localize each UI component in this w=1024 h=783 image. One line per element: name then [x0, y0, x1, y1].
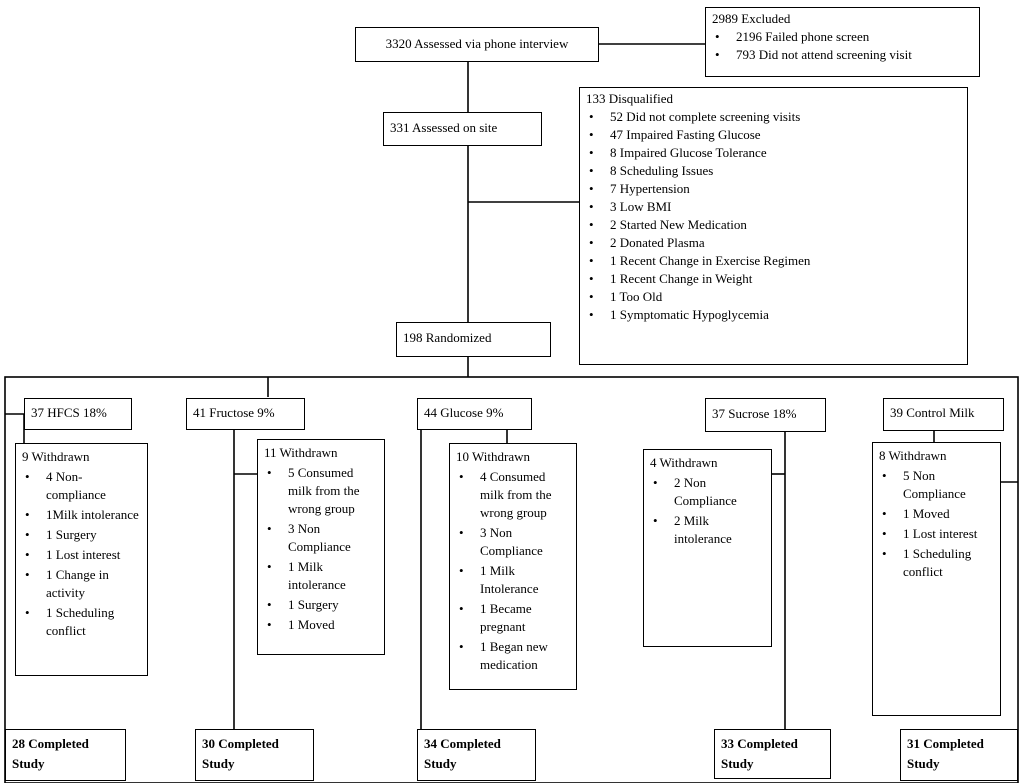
group-box-glucose: 44 Glucose 9% — [417, 398, 532, 430]
list-item: 5 Non Compliance — [879, 467, 994, 503]
disqualified-box: 133 Disqualified 52 Did not complete scr… — [579, 87, 968, 365]
list-item: 1 Moved — [879, 505, 994, 523]
assessed-phone-box: 3320 Assessed via phone interview — [355, 27, 599, 62]
list-item: 4 Non-compliance — [22, 468, 141, 504]
list-item: 1 Milk intolerance — [264, 558, 378, 594]
list-item: 3 Low BMI — [586, 198, 961, 216]
withdrawn-header: 8 Withdrawn — [879, 448, 947, 463]
list-item: 2 Non Compliance — [650, 474, 765, 510]
withdrawn-list: 4 Non-compliance 1Milk intolerance 1 Sur… — [22, 468, 141, 640]
list-item: 2 Started New Medication — [586, 216, 961, 234]
withdrawn-list: 2 Non Compliance 2 Milk intolerance — [650, 474, 765, 548]
list-item: 1 Became pregnant — [456, 600, 570, 636]
list-item: 1 Surgery — [264, 596, 378, 614]
withdrawn-header: 9 Withdrawn — [22, 449, 90, 464]
list-item: 8 Scheduling Issues — [586, 162, 961, 180]
withdrawn-box-sucrose: 4 Withdrawn 2 Non Compliance 2 Milk into… — [643, 449, 772, 647]
excluded-header: 2989 Excluded — [712, 11, 791, 26]
withdrawn-header: 11 Withdrawn — [264, 445, 338, 460]
list-item: 7 Hypertension — [586, 180, 961, 198]
withdrawn-header: 10 Withdrawn — [456, 449, 530, 464]
assessed-site-label: 331 Assessed on site — [390, 120, 498, 135]
withdrawn-list: 5 Consumed milk from the wrong group 3 N… — [264, 464, 378, 634]
group-label: 39 Control Milk — [890, 405, 975, 420]
list-item: 1 Symptomatic Hypoglycemia — [586, 306, 961, 324]
list-item: 1 Milk Intolerance — [456, 562, 570, 598]
list-item: 3 Non Compliance — [456, 524, 570, 560]
withdrawn-box-hfcs: 9 Withdrawn 4 Non-compliance 1Milk intol… — [15, 443, 148, 676]
group-box-hfcs: 37 HFCS 18% — [24, 398, 132, 430]
list-item: 793 Did not attend screening visit — [712, 46, 973, 64]
list-item: 1 Surgery — [22, 526, 141, 544]
list-item: 1 Scheduling conflict — [22, 604, 141, 640]
list-item: 2 Donated Plasma — [586, 234, 961, 252]
withdrawn-box-fructose: 11 Withdrawn 5 Consumed milk from the wr… — [257, 439, 385, 655]
list-item: 1Milk intolerance — [22, 506, 141, 524]
withdrawn-box-control: 8 Withdrawn 5 Non Compliance 1 Moved 1 L… — [872, 442, 1001, 716]
list-item: 1 Recent Change in Exercise Regimen — [586, 252, 961, 270]
group-label: 37 Sucrose 18% — [712, 406, 797, 421]
completed-box-fructose: 30 Completed Study — [195, 729, 314, 781]
withdrawn-list: 5 Non Compliance 1 Moved 1 Lost interest… — [879, 467, 994, 581]
completed-label: 30 Completed Study — [202, 736, 279, 771]
disqualified-list: 52 Did not complete screening visits 47 … — [586, 108, 961, 324]
group-box-fructose: 41 Fructose 9% — [186, 398, 305, 430]
list-item: 1 Began new medication — [456, 638, 570, 674]
list-item: 1 Scheduling conflict — [879, 545, 994, 581]
group-label: 41 Fructose 9% — [193, 405, 275, 420]
group-label: 44 Glucose 9% — [424, 405, 504, 420]
list-item: 1 Moved — [264, 616, 378, 634]
excluded-list: 2196 Failed phone screen 793 Did not att… — [712, 28, 973, 64]
withdrawn-header: 4 Withdrawn — [650, 455, 718, 470]
group-box-control: 39 Control Milk — [883, 398, 1004, 431]
list-item: 8 Impaired Glucose Tolerance — [586, 144, 961, 162]
list-item: 1 Recent Change in Weight — [586, 270, 961, 288]
completed-box-hfcs: 28 Completed Study — [5, 729, 126, 781]
group-label: 37 HFCS 18% — [31, 405, 107, 420]
list-item: 1 Lost interest — [22, 546, 141, 564]
list-item: 1 Lost interest — [879, 525, 994, 543]
list-item: 2 Milk intolerance — [650, 512, 765, 548]
list-item: 4 Consumed milk from the wrong group — [456, 468, 570, 522]
list-item: 52 Did not complete screening visits — [586, 108, 961, 126]
completed-label: 34 Completed Study — [424, 736, 501, 771]
excluded-box: 2989 Excluded 2196 Failed phone screen 7… — [705, 7, 980, 77]
randomized-box: 198 Randomized — [396, 322, 551, 357]
completed-label: 31 Completed Study — [907, 736, 984, 771]
completed-label: 33 Completed Study — [721, 736, 798, 771]
group-box-sucrose: 37 Sucrose 18% — [705, 398, 826, 432]
list-item: 2196 Failed phone screen — [712, 28, 973, 46]
withdrawn-list: 4 Consumed milk from the wrong group 3 N… — [456, 468, 570, 674]
randomized-label: 198 Randomized — [403, 330, 492, 345]
completed-box-sucrose: 33 Completed Study — [714, 729, 831, 779]
assessed-site-box: 331 Assessed on site — [383, 112, 542, 146]
withdrawn-box-glucose: 10 Withdrawn 4 Consumed milk from the wr… — [449, 443, 577, 690]
assessed-phone-label: 3320 Assessed via phone interview — [385, 36, 569, 51]
completed-label: 28 Completed Study — [12, 736, 89, 771]
list-item: 47 Impaired Fasting Glucose — [586, 126, 961, 144]
list-item: 5 Consumed milk from the wrong group — [264, 464, 378, 518]
completed-box-glucose: 34 Completed Study — [417, 729, 536, 781]
disqualified-header: 133 Disqualified — [586, 91, 674, 106]
list-item: 1 Change in activity — [22, 566, 141, 602]
list-item: 1 Too Old — [586, 288, 961, 306]
allocation-frame — [4, 376, 1019, 783]
completed-box-control: 31 Completed Study — [900, 729, 1018, 781]
list-item: 3 Non Compliance — [264, 520, 378, 556]
